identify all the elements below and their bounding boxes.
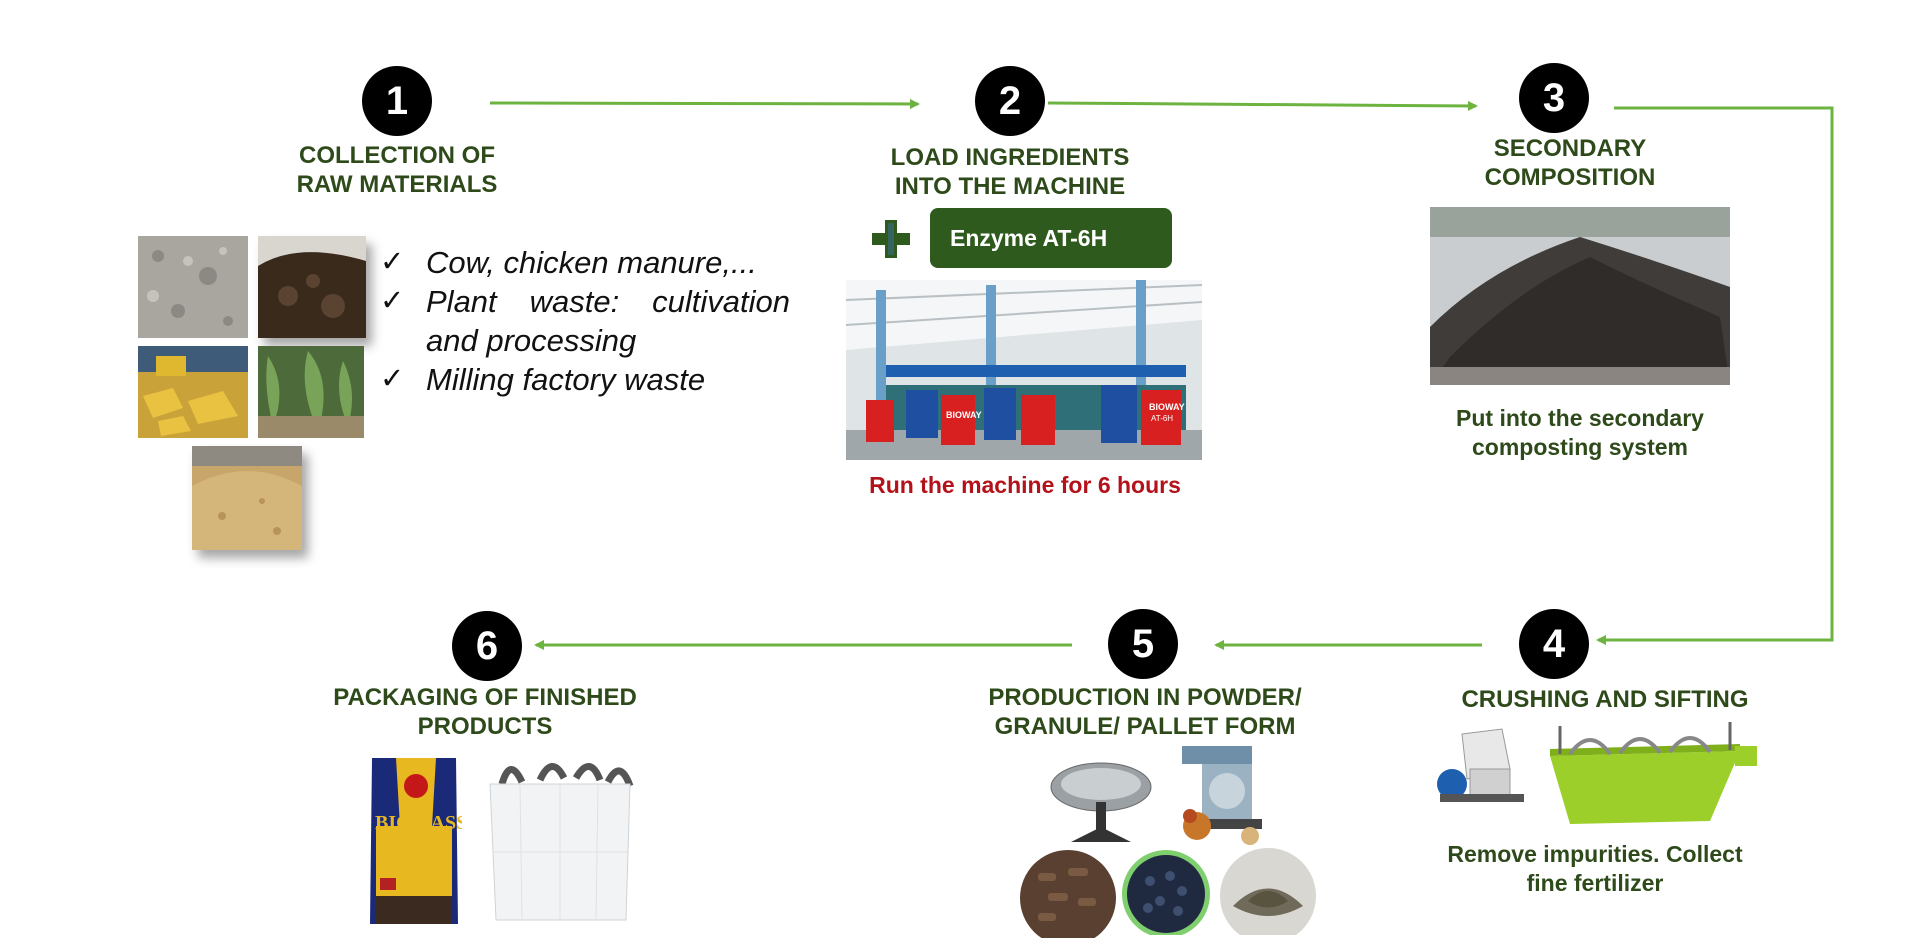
raw-material-plant-waste-image bbox=[258, 346, 364, 438]
raw-material-manure-image bbox=[258, 236, 366, 338]
pellet-machine-image bbox=[1162, 736, 1278, 848]
plus-icon bbox=[872, 220, 910, 258]
step-6-title: PACKAGING OF FINISHED PRODUCTS bbox=[333, 684, 637, 740]
step-4-title: CRUSHING AND SIFTING bbox=[1461, 686, 1749, 713]
step-1-title: COLLECTION OF RAW MATERIALS bbox=[296, 142, 498, 198]
step-5-title: PRODUCTION IN POWDER/ GRANULE/ PALLET FO… bbox=[988, 684, 1302, 740]
machine-brand-label: BIOWAY bbox=[946, 410, 982, 420]
step-4-badge: 4 bbox=[1519, 609, 1589, 679]
jumbo-bag-image bbox=[480, 752, 638, 924]
bag-brand-label: BIOMASS bbox=[375, 812, 462, 834]
powder-product-image bbox=[1218, 846, 1318, 935]
granulator-machine-image bbox=[1046, 742, 1156, 846]
check-icon: ✓ bbox=[380, 363, 405, 395]
fertilizer-bag-image: BIOMASS bbox=[366, 756, 462, 928]
machine-brand-label: BIOWAY bbox=[1149, 402, 1185, 412]
step-5-badge: 5 bbox=[1108, 609, 1178, 679]
arrow-3-to-4 bbox=[1596, 106, 1834, 645]
enzyme-label: Enzyme AT-6H bbox=[930, 208, 1172, 268]
step-4-note: Remove impurities. Collect fine fertiliz… bbox=[1447, 841, 1743, 896]
raw-materials-list: ✓Cow, chicken manure,... ✓Plant waste: c… bbox=[380, 243, 790, 399]
raw-material-rice-husk-image bbox=[192, 446, 302, 550]
step-3-title: SECONDARY COMPOSITION bbox=[1484, 135, 1656, 191]
step-2-title: LOAD INGREDIENTS INTO THE MACHINE bbox=[890, 144, 1130, 200]
machine-model-label: AT-6H bbox=[1151, 414, 1174, 423]
step-2-note: Run the machine for 6 hours bbox=[869, 472, 1181, 498]
check-icon: ✓ bbox=[380, 246, 405, 278]
raw-material-sawdust-image bbox=[138, 236, 248, 338]
compost-pile-image bbox=[1430, 207, 1730, 385]
step-1-badge: 1 bbox=[362, 66, 432, 136]
arrow-1-to-2 bbox=[489, 98, 920, 109]
step-6-badge: 6 bbox=[452, 611, 522, 681]
crusher-machine-image bbox=[1432, 724, 1532, 820]
sifting-machine-image bbox=[1540, 716, 1762, 828]
raw-material-cassava-waste-image bbox=[138, 346, 248, 438]
pellet-product-image bbox=[1018, 848, 1118, 938]
machine-factory-image: BIOWAY BIOWAY AT-6H bbox=[846, 280, 1202, 460]
step-3-note: Put into the secondary composting system bbox=[1456, 405, 1704, 460]
check-icon: ✓ bbox=[380, 285, 405, 317]
step-2-badge: 2 bbox=[975, 66, 1045, 136]
granule-product-image bbox=[1120, 846, 1212, 935]
raw-material-item: ✓Cow, chicken manure,... bbox=[380, 245, 757, 280]
raw-material-item: ✓Milling factory waste bbox=[380, 362, 706, 397]
arrow-2-to-3 bbox=[1047, 100, 1478, 111]
step-3-badge: 3 bbox=[1519, 63, 1589, 133]
raw-material-item: ✓Plant waste: cultivation and processing bbox=[380, 284, 790, 358]
